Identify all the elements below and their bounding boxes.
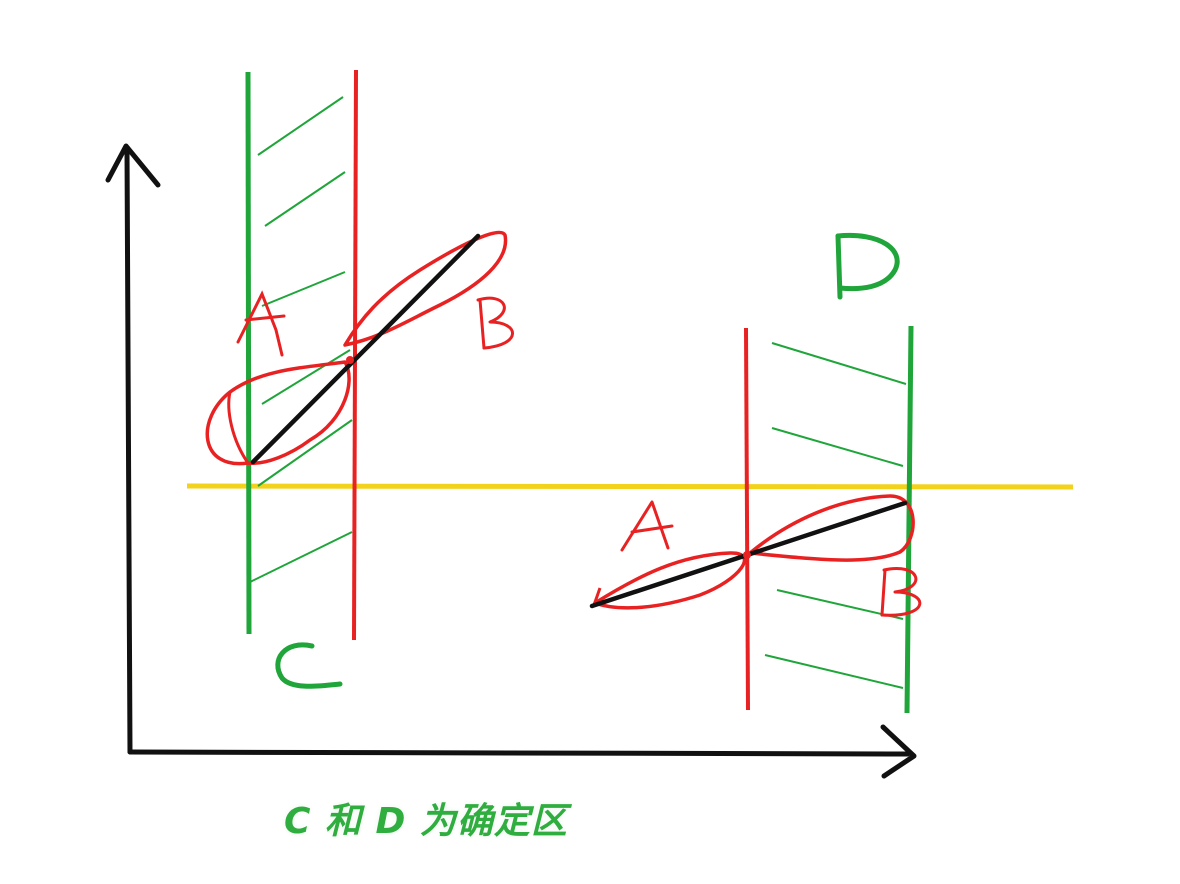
right-loop-left — [593, 551, 747, 610]
left-loop-upper — [343, 230, 508, 347]
right-red-boundary — [744, 327, 750, 711]
y-axis-arrowhead — [105, 143, 161, 188]
left-black-segment — [250, 233, 481, 465]
zone-d-hatching — [764, 342, 907, 689]
left-loop-lower — [205, 360, 351, 466]
left-label-b — [476, 296, 514, 350]
zone-c-label — [275, 642, 343, 689]
left-intersection-point — [346, 356, 354, 364]
x-axis-arrowhead — [880, 724, 917, 779]
left-group: A B C — [205, 69, 514, 689]
yellow-reference-line — [186, 483, 1074, 490]
right-intersection-point — [743, 551, 751, 559]
zone-d-label — [835, 232, 900, 300]
caption: C 和 D 为确定区 — [284, 801, 568, 842]
zone-c-hatching — [247, 96, 353, 584]
x-axis — [127, 749, 911, 757]
left-loop-tail — [227, 391, 250, 464]
right-label-a — [620, 500, 674, 552]
y-axis — [124, 147, 133, 755]
left-red-boundary — [352, 69, 358, 641]
axes — [105, 143, 917, 779]
right-green-boundary — [904, 325, 914, 714]
right-label-b — [880, 567, 922, 617]
right-loop-start — [592, 587, 602, 606]
left-label-a — [236, 290, 286, 357]
right-group: A B D — [589, 232, 922, 714]
right-loop-right — [748, 494, 915, 562]
left-green-boundary — [245, 71, 252, 635]
